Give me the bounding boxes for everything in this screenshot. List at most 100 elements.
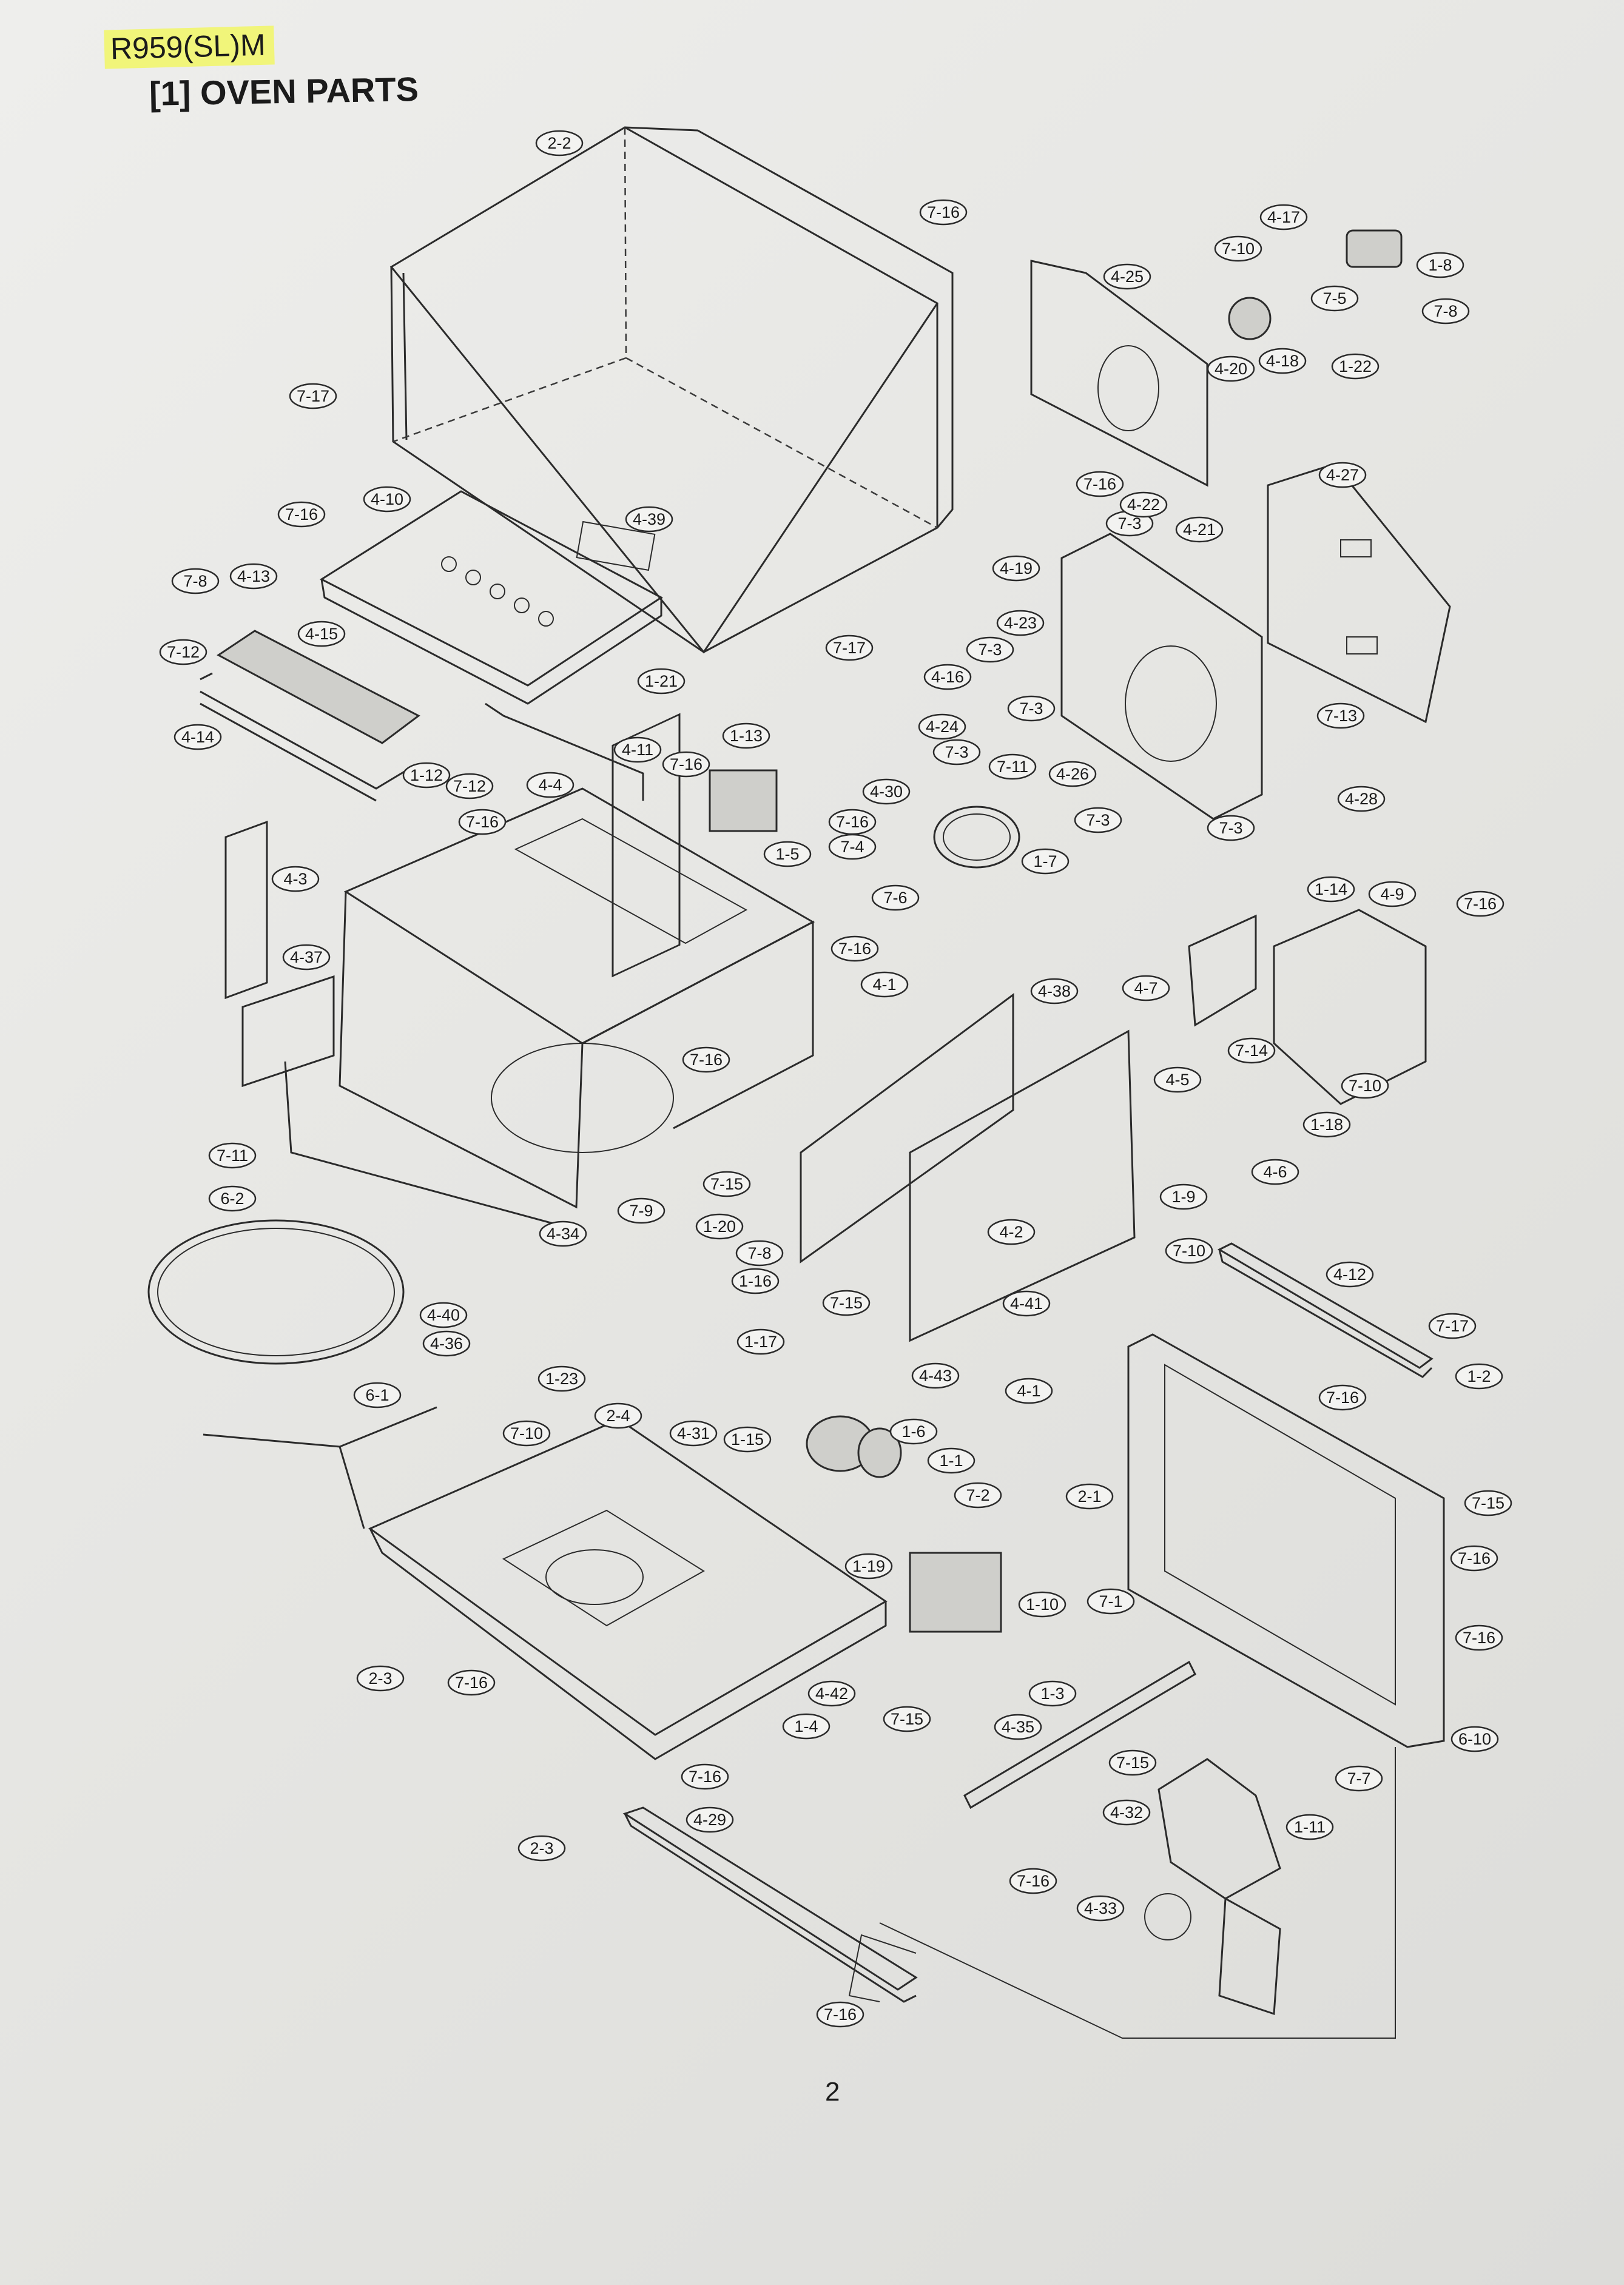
part-callout: 4-26 [1048, 761, 1097, 787]
turntable [147, 1219, 437, 1529]
part-number: 4-34 [547, 1225, 579, 1243]
part-number: 1-23 [545, 1370, 578, 1388]
part-callout: 4-15 [297, 621, 346, 647]
part-callout: 4-17 [1259, 204, 1308, 231]
part-callout-oval [1030, 978, 1079, 1005]
part-callout: 1-11 [1285, 1814, 1334, 1840]
part-callout-oval [992, 555, 1040, 582]
part-number: 6-2 [220, 1190, 244, 1208]
rear-panel [1030, 260, 1208, 487]
part-number: 1-20 [703, 1217, 736, 1236]
part-number: 7-16 [689, 1768, 721, 1786]
part-callout: 7-10 [1214, 235, 1262, 262]
part-callout-oval [1428, 1313, 1477, 1339]
part-number: 4-9 [1380, 885, 1404, 903]
part-callout: 7-16 [1456, 890, 1504, 917]
part-callout-oval [539, 1220, 587, 1247]
part-callout: 7-14 [1227, 1037, 1276, 1064]
part-number: 7-10 [510, 1424, 543, 1442]
part-number: 7-16 [836, 813, 869, 831]
part-callout: 7-10 [502, 1420, 551, 1447]
part-callout: 7-9 [617, 1197, 665, 1224]
part-number: 7-16 [824, 2005, 857, 2024]
part-callout: 1-5 [763, 841, 812, 867]
part-number: 7-15 [891, 1710, 923, 1728]
part-callout-oval [1102, 1799, 1151, 1826]
part-callout: 1-18 [1302, 1111, 1351, 1138]
part-number: 7-16 [455, 1674, 488, 1692]
part-callout: 7-6 [871, 884, 920, 911]
part-number: 7-10 [1349, 1077, 1381, 1095]
part-callout-oval [1207, 815, 1255, 841]
part-callout-oval [1018, 1591, 1066, 1618]
part-number: 1-4 [794, 1717, 818, 1735]
part-callout: 7-12 [159, 639, 207, 665]
part-callout: 7-16 [1009, 1868, 1057, 1894]
part-callout: 4-43 [911, 1362, 960, 1389]
front-panel [1127, 1333, 1445, 1748]
fan-duct [1144, 1758, 1281, 2016]
part-number: 1-1 [939, 1452, 963, 1470]
part-number: 4-39 [633, 510, 665, 528]
part-number: 7-16 [670, 755, 702, 773]
part-number: 4-1 [1017, 1382, 1040, 1400]
part-number: 7-11 [997, 758, 1028, 776]
part-callout-oval [871, 884, 920, 911]
part-callout: 4-38 [1030, 978, 1079, 1005]
part-callout-oval [1316, 702, 1365, 729]
part-number: 4-40 [427, 1306, 460, 1324]
part-number: 7-3 [1019, 699, 1043, 718]
part-callout: 7-16 [1455, 1624, 1503, 1651]
magnetron [709, 769, 778, 832]
part-callout-oval [911, 1362, 960, 1389]
part-number: 7-16 [1083, 475, 1116, 493]
part-callout-oval [662, 751, 710, 778]
part-number: 4-17 [1267, 208, 1300, 226]
part-number: 4-14 [181, 728, 214, 746]
part-callout-oval [844, 1553, 893, 1580]
part-callout: 4-30 [862, 778, 911, 805]
part-callout: 1-1 [927, 1447, 975, 1474]
part-number: 1-8 [1428, 256, 1452, 274]
part-number: 7-3 [1086, 811, 1110, 829]
part-callout-oval [816, 2001, 864, 2028]
part-callout: 7-3 [1007, 695, 1056, 722]
part-callout-oval [1464, 1490, 1512, 1516]
part-number: 7-8 [183, 572, 207, 590]
part-callout: 7-15 [1464, 1490, 1512, 1516]
part-callout: 7-12 [445, 773, 494, 799]
part-callout-oval [883, 1706, 931, 1732]
part-callout: 7-16 [816, 2001, 864, 2028]
part-callout: 7-8 [735, 1240, 784, 1267]
part-number: 7-15 [710, 1175, 743, 1193]
part-callout-oval [1007, 695, 1056, 722]
part-callout-oval [923, 664, 972, 690]
part-callout: 4-27 [1318, 462, 1367, 488]
part-number: 1-9 [1171, 1188, 1195, 1206]
part-number: 7-16 [466, 813, 499, 831]
part-callout: 1-4 [782, 1713, 831, 1740]
part-callout-oval [1455, 1363, 1503, 1390]
part-number: 1-14 [1315, 880, 1347, 898]
part-number: 4-42 [815, 1684, 848, 1703]
part-callout-oval [1065, 1483, 1114, 1510]
part-callout-oval [625, 506, 673, 533]
part-callout-oval [731, 1268, 780, 1294]
heater-element [933, 806, 1020, 869]
part-number: 4-41 [1010, 1294, 1043, 1313]
part-callout-oval [987, 1219, 1036, 1245]
part-callout: 4-31 [669, 1420, 718, 1447]
part-callout-oval [831, 935, 879, 962]
part-callout-oval [1165, 1237, 1213, 1264]
part-callout: 6-10 [1450, 1726, 1499, 1752]
part-callout: 1-7 [1021, 848, 1070, 875]
part-number: 2-4 [606, 1407, 630, 1425]
part-callout-oval [988, 753, 1037, 780]
part-callout-oval [1326, 1261, 1374, 1288]
part-callout-oval [422, 1330, 471, 1357]
part-callout-oval [702, 1171, 751, 1197]
part-callout-oval [1175, 516, 1224, 543]
part-number: 4-29 [693, 1811, 726, 1829]
part-number: 1-7 [1033, 852, 1057, 870]
capacitor [806, 1415, 902, 1478]
